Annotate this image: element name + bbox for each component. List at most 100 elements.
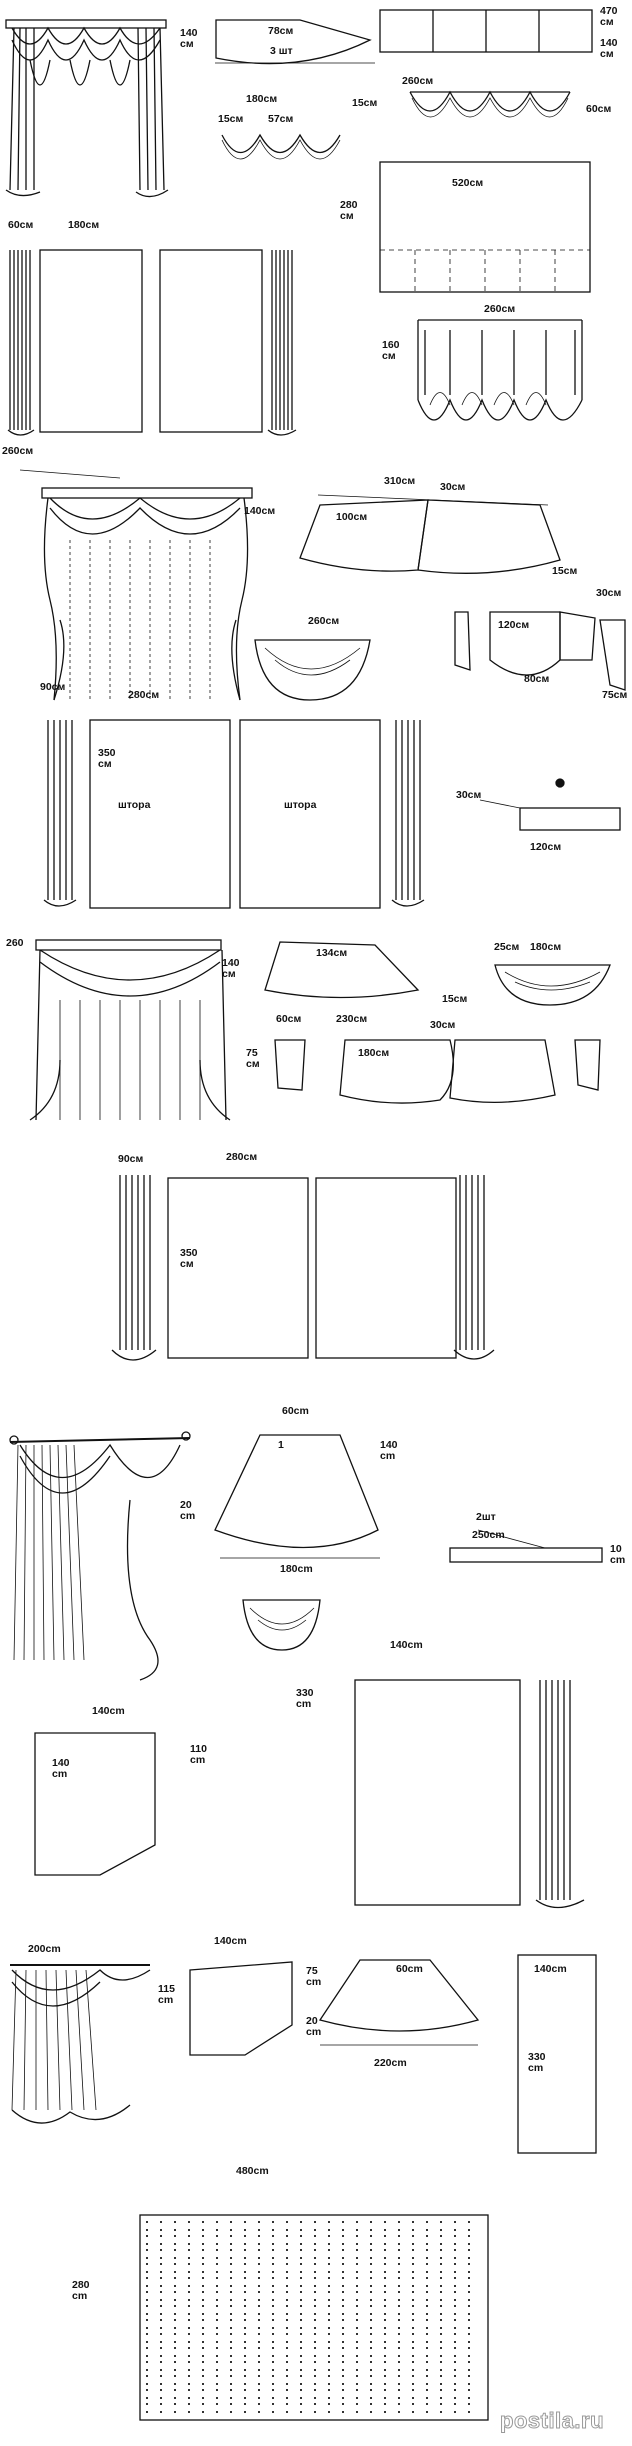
shtora-panel-right [239, 719, 381, 909]
dim-label: 60cm [396, 1963, 423, 1975]
dim-label: 57см [268, 113, 294, 125]
drape-swag [19, 1443, 181, 1479]
dim-label: 350 см [98, 747, 116, 770]
dim-label: 15см [352, 97, 378, 109]
dim-label: 470 см [600, 5, 618, 28]
dim-label: 280 см [340, 199, 358, 222]
dim-label: 260см [308, 615, 340, 627]
dim-label: 180cm [280, 1563, 313, 1575]
dim-label: 15см [218, 113, 244, 125]
swag-200 [11, 1969, 151, 1991]
tieback-curtain-330 [539, 1680, 571, 1900]
cascade-small [454, 611, 471, 671]
side-panels-pair [7, 250, 297, 436]
dim-label: 160 см [382, 339, 400, 362]
curtain-panel-330 [354, 1679, 521, 1906]
panel-pattern-right [159, 249, 263, 433]
dim-label: 310см [384, 475, 416, 487]
voile-panel-480 [139, 2214, 489, 2421]
festoon-260 [409, 90, 571, 112]
small-festoon [221, 133, 341, 153]
section-3-drawing [43, 719, 621, 909]
swag-180 [494, 964, 611, 1006]
dim-label: 30см [596, 587, 622, 599]
dim-label: 180см [358, 1047, 390, 1059]
dim-label: 115 cm [158, 1983, 175, 2006]
dim-label: 120см [498, 619, 530, 631]
dim-label: 140см [244, 505, 276, 517]
dim-label: 330 cm [296, 1687, 314, 1710]
section-5-drawing [111, 1175, 495, 1361]
watermark-logo: postila.ru [499, 2408, 605, 2434]
dim-label: 25см [494, 941, 520, 953]
dim-label: 140cm [214, 1935, 247, 1947]
jabot-left [43, 497, 57, 701]
swag-sample [242, 1599, 321, 1651]
dim-label: 140cm [92, 1705, 125, 1717]
dim-label: 15см [442, 993, 468, 1005]
swag-template-3pcs [215, 19, 372, 65]
dim-label: 220cm [374, 2057, 407, 2069]
dim-label: 120см [530, 841, 562, 853]
pattern-115-75 [189, 1961, 293, 2056]
swag-pattern-220 [318, 1959, 480, 2032]
quantity-label: 2шт [476, 1511, 496, 1523]
swag-pattern-134 [264, 941, 420, 999]
dim-label: 134см [316, 947, 348, 959]
dim-label: 260см [402, 75, 434, 87]
dim-label: 280см [128, 689, 160, 701]
dim-label: 30см [430, 1019, 456, 1031]
side-curtain-left [119, 1175, 151, 1350]
section-8-drawing [10, 1954, 597, 2421]
dim-label: 100см [336, 511, 368, 523]
dim-label: 60см [586, 103, 612, 115]
dim-label: 520см [452, 177, 484, 189]
panel-pattern-5a [167, 1177, 309, 1359]
dim-label: 60см [8, 219, 34, 231]
dim-label: 260см [2, 445, 34, 457]
section-7-drawing [34, 1679, 585, 1909]
swag-window-illustration [5, 19, 169, 198]
curtain-panel-140-330 [517, 1954, 597, 2154]
dim-label: 140 cm [380, 1439, 398, 1462]
dim-label: 260см [484, 303, 516, 315]
dim-label: 250cm [472, 1529, 505, 1541]
dim-label: 90см [40, 681, 66, 693]
dim-label: 15см [552, 565, 578, 577]
dim-label: 78см [268, 25, 294, 37]
dim-label: 180см [530, 941, 562, 953]
dim-label: 140 см [180, 27, 198, 50]
pelmet-board-260b [35, 939, 222, 951]
quantity-label: 3 шт [270, 45, 293, 57]
dim-label: 200cm [28, 1943, 61, 1955]
shtora-panel-left [89, 719, 231, 909]
dim-label: 140cm [390, 1639, 423, 1651]
tieback-strip-2pcs [449, 1547, 603, 1563]
tieback-curtain-right [395, 720, 421, 900]
swag-pattern-310-right [417, 499, 561, 574]
side-curtain-right [459, 1175, 485, 1350]
dim-label: 60cm [282, 1405, 309, 1417]
dim-label: 140 см [600, 37, 618, 60]
dim-label: 260 [6, 937, 24, 949]
tieback-strip [519, 807, 621, 831]
cascade-75a [274, 1039, 306, 1091]
dim-label: 60см [276, 1013, 302, 1025]
dim-label: 140 см [222, 957, 240, 980]
dim-label: 480cm [236, 2165, 269, 2177]
dim-label: 20 cm [306, 2015, 322, 2038]
section-1-drawing [5, 9, 593, 436]
tieback-curtain-left [47, 720, 73, 900]
pattern-230-left [339, 1039, 454, 1104]
piece-number-label: 1 [278, 1439, 284, 1451]
dim-label: 350 см [180, 1247, 198, 1270]
cascade-75 [599, 619, 626, 691]
dim-label: 280 cm [72, 2279, 90, 2302]
cascade-75b [574, 1039, 601, 1091]
pelmet-board-260 [41, 487, 253, 499]
dim-label: 110 cm [190, 1743, 207, 1766]
dim-label: 10 cm [610, 1543, 626, 1566]
panel-name-label: штора [118, 799, 151, 811]
